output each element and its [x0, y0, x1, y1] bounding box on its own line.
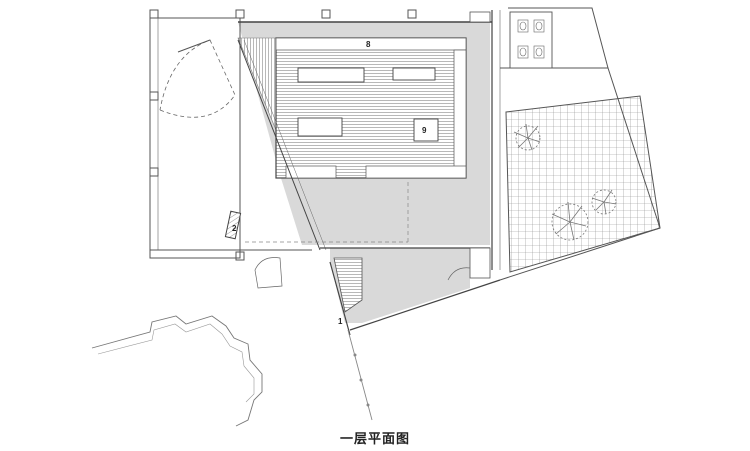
lobby-shaded-floor	[330, 248, 470, 323]
neighbour-building-outline	[91, 315, 263, 427]
slanted-wall	[237, 39, 321, 251]
tree-icon	[551, 201, 589, 241]
table-d	[413, 118, 439, 142]
toilet-block	[509, 11, 553, 69]
room-number-9: 9	[422, 126, 427, 135]
reading-hall-floor	[275, 37, 467, 179]
table-b	[392, 67, 436, 81]
room-number-1: 1	[338, 317, 343, 326]
left-outer-wall	[149, 17, 241, 259]
stair	[333, 257, 363, 313]
hall-bottom-left-shelf	[285, 165, 337, 179]
table-a	[297, 67, 365, 83]
hall-top-shelf	[275, 37, 467, 51]
room-number-8: 8	[366, 40, 371, 49]
tree-icon	[591, 189, 617, 215]
hall-right-shelf	[453, 49, 467, 171]
entrance-wedge-hatch	[237, 37, 277, 131]
door-swing	[159, 39, 236, 118]
drawing-caption: 一层平面图	[339, 432, 410, 447]
room-number-2: 2	[232, 224, 237, 233]
object-2	[224, 210, 242, 240]
tree-icon	[513, 123, 541, 151]
table-c	[297, 117, 343, 137]
hall-bottom-shelf	[365, 165, 467, 179]
courtyard-paving	[505, 95, 661, 273]
access-path	[347, 329, 373, 421]
